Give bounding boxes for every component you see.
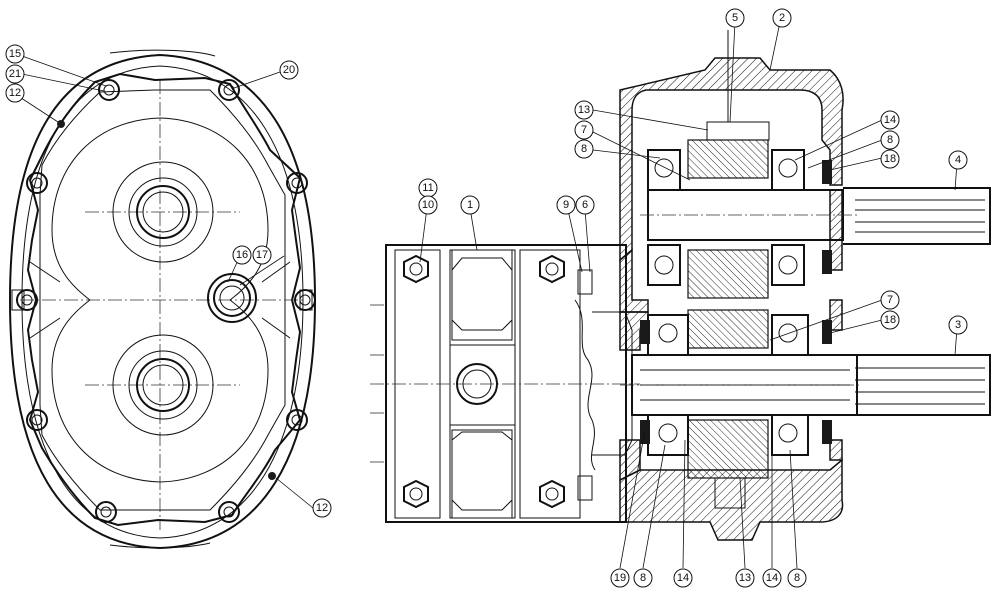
callout-9: 9 (556, 195, 576, 215)
callout-label: 15 (9, 48, 21, 60)
callout-14-top: 14 (880, 110, 900, 130)
callout-13-bottom: 13 (735, 568, 755, 588)
callout-label: 8 (794, 572, 800, 584)
callout-label: 2 (779, 12, 785, 24)
front-cover-view (8, 49, 317, 550)
callout-17: 17 (252, 245, 272, 265)
callout-label: 7 (581, 124, 587, 136)
leader-lines (14, 21, 958, 569)
callout-label: 3 (955, 319, 961, 331)
callout-14-bottom-left: 14 (673, 568, 693, 588)
callout-21: 21 (5, 64, 25, 84)
callout-14-bottom-right: 14 (762, 568, 782, 588)
callout-label: 12 (9, 87, 21, 99)
callout-5: 5 (725, 8, 745, 28)
callout-label: 14 (884, 114, 896, 126)
callout-label: 14 (766, 572, 778, 584)
callout-4: 4 (948, 150, 968, 170)
callout-label: 8 (887, 134, 893, 146)
callout-8-top-left: 8 (574, 139, 594, 159)
callout-label: 21 (9, 68, 21, 80)
callout-label: 4 (955, 154, 961, 166)
callout-18-mid: 18 (880, 310, 900, 330)
callout-20: 20 (279, 60, 299, 80)
callout-label: 5 (732, 12, 738, 24)
pump-flange-view (370, 244, 640, 523)
callout-label: 6 (582, 199, 588, 211)
callout-2: 2 (772, 8, 792, 28)
callout-7-mid: 7 (880, 290, 900, 310)
callout-8-top-right: 8 (880, 130, 900, 150)
callout-3: 3 (948, 315, 968, 335)
callout-label: 11 (422, 182, 433, 194)
gearbox-section-view (592, 30, 991, 541)
callout-1: 1 (460, 195, 480, 215)
callout-15: 15 (5, 44, 25, 64)
callout-10: 10 (418, 195, 438, 215)
callout-label: 7 (887, 294, 893, 306)
callout-6: 6 (575, 195, 595, 215)
callout-label: 17 (256, 249, 268, 261)
perimeter-bolts (16, 79, 316, 523)
bearings (640, 149, 832, 456)
callout-13-top: 13 (574, 100, 594, 120)
callout-label: 18 (884, 314, 896, 326)
callout-label: 12 (316, 502, 328, 514)
callout-label: 13 (578, 104, 590, 116)
callout-7-top: 7 (574, 120, 594, 140)
callout-label: 9 (563, 199, 569, 211)
callout-label: 20 (283, 64, 295, 76)
callout-11: 11 (418, 178, 438, 198)
callout-label: 8 (581, 143, 587, 155)
callout-8-bottom-right: 8 (787, 568, 807, 588)
callout-label: 8 (640, 572, 646, 584)
callout-label: 13 (739, 572, 751, 584)
callout-label: 14 (677, 572, 689, 584)
callout-16: 16 (232, 245, 252, 265)
callout-label: 19 (614, 572, 626, 584)
callout-19: 19 (610, 568, 630, 588)
callout-label: 1 (467, 199, 473, 211)
callout-label: 10 (422, 199, 434, 211)
callout-12-bottom: 12 (312, 498, 332, 518)
callout-12-top: 12 (5, 83, 25, 103)
callout-label: 18 (884, 153, 896, 165)
callout-8-bottom-left: 8 (633, 568, 653, 588)
callout-18-top: 18 (880, 149, 900, 169)
callout-label: 16 (236, 249, 248, 261)
